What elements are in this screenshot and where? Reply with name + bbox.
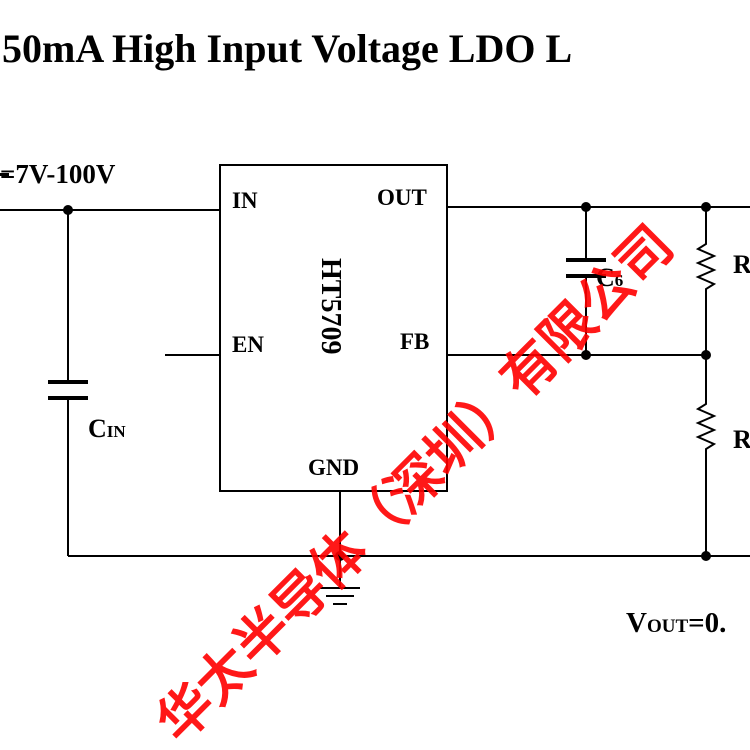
junction-dot — [701, 202, 711, 212]
junction-dot — [63, 205, 73, 215]
vout-formula: VOUT=0. — [626, 607, 726, 639]
r1-label: R — [733, 250, 750, 279]
junction-dot — [581, 202, 591, 212]
r2-resistor — [695, 392, 717, 452]
pin-in-label: IN — [232, 188, 258, 213]
ic-body — [219, 164, 448, 492]
diagram-title: 50mA High Input Voltage LDO L — [2, 26, 572, 71]
input-label-mark — [0, 173, 9, 176]
watermark-text: 华太半导体（深圳）有限公司 — [145, 213, 686, 750]
cin-label: CIN — [88, 414, 126, 443]
junction-dot — [701, 350, 711, 360]
pin-gnd-label: GND — [308, 455, 359, 480]
input-voltage-label: =7V-100V — [0, 159, 116, 189]
pin-en-label: EN — [232, 332, 264, 357]
ground-symbol — [320, 587, 360, 605]
pin-out-label: OUT — [377, 185, 427, 210]
junction-dots — [63, 202, 711, 561]
r1-resistor — [695, 232, 717, 294]
junction-dot — [581, 350, 591, 360]
junction-dot — [701, 551, 711, 561]
wiring — [0, 206, 750, 588]
cin-capacitor — [48, 380, 88, 400]
c6-label: C6 — [596, 263, 623, 292]
c6-capacitor — [566, 258, 606, 278]
pin-fb-label: FB — [400, 329, 429, 354]
ic-name-label: HT5709 — [315, 258, 346, 354]
junction-dot — [335, 551, 345, 561]
r2-label: R — [733, 425, 750, 454]
